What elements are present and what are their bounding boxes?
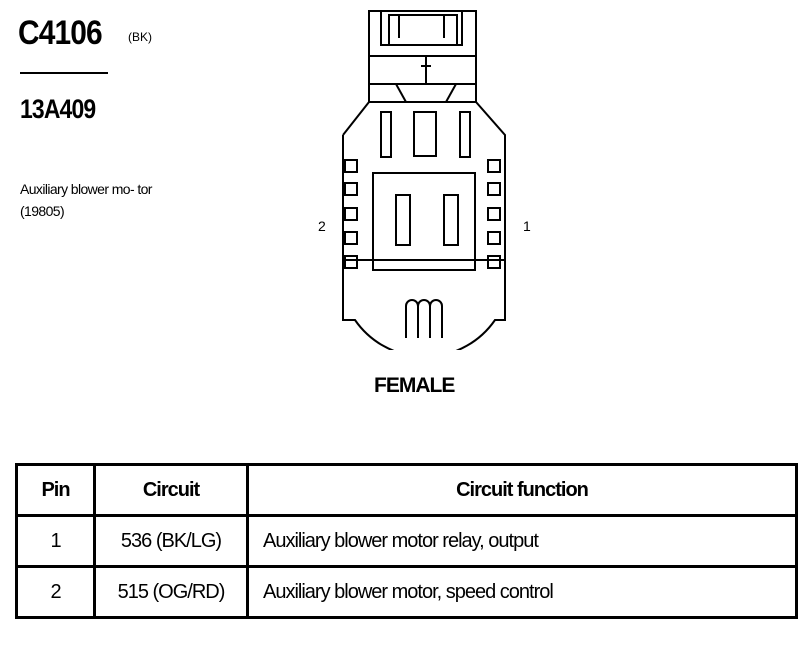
pin-2-terminal: [395, 194, 411, 246]
title-divider: [20, 72, 108, 74]
connector-color: (BK): [128, 30, 152, 44]
connector-body: [342, 101, 506, 350]
part-number: 13A409: [20, 94, 96, 124]
connector-face-diagram: [342, 10, 506, 350]
terminal-cavity: [372, 172, 476, 271]
table-row: 2 515 (OG/RD) Auxiliary blower motor, sp…: [15, 565, 798, 619]
pinout-table: Pin Circuit Circuit function 1 536 (BK/L…: [15, 463, 798, 619]
connector-id: C4106: [18, 14, 103, 52]
circuit-cell: 515 (OG/RD): [93, 565, 249, 619]
side-tabs: [344, 159, 501, 269]
circuit-cell: 536 (BK/LG): [93, 514, 249, 568]
column-header-pin: Pin: [15, 463, 96, 517]
connector-description: Auxiliary blower mo- tor (19805): [20, 181, 152, 219]
table-header-row: Pin Circuit Circuit function: [15, 463, 798, 517]
table-row: 1 536 (BK/LG) Auxiliary blower motor rel…: [15, 514, 798, 568]
pin-cell: 2: [15, 565, 96, 619]
pin-2-label: 2: [318, 218, 326, 234]
bottom-key: [405, 299, 443, 338]
top-cavities: [380, 111, 471, 158]
latch-housing: [368, 10, 477, 103]
circuit-function-cell: Auxiliary blower motor, speed control: [246, 565, 798, 619]
circuit-function-cell: Auxiliary blower motor relay, output: [246, 514, 798, 568]
column-header-circuit-function: Circuit function: [246, 463, 798, 517]
pin-1-terminal: [443, 194, 459, 246]
pin-cell: 1: [15, 514, 96, 568]
connector-gender-label: FEMALE: [374, 374, 455, 397]
column-header-circuit: Circuit: [93, 463, 249, 517]
pin-1-label: 1: [523, 218, 531, 234]
